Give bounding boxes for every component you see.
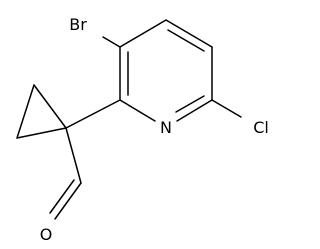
bond-c3-br	[102, 36, 121, 48]
bond-c-cho	[65, 127, 82, 184]
atom-label-n: N	[160, 118, 172, 137]
bond-c6-cl	[211, 99, 242, 118]
bond-c2-cyclopropyl	[65, 99, 121, 129]
bond-n-c2	[119, 99, 156, 122]
bond-c4-c5-inner	[167, 29, 205, 52]
molecule-structure: Br N Cl O	[16, 15, 269, 244]
atom-label-br: Br	[69, 15, 87, 34]
bond-cp-c	[16, 127, 67, 139]
bond-cp-a	[33, 84, 67, 129]
bond-c-o-double-1	[54, 182, 82, 220]
bond-c6-n	[176, 99, 213, 122]
bond-c6-n-inner	[175, 95, 205, 113]
bond-c4-c5	[165, 19, 213, 48]
atom-label-cl: Cl	[253, 118, 269, 137]
bond-c3-c4	[119, 19, 167, 48]
bond-c-o-double-2	[49, 179, 75, 214]
bond-cp-b	[16, 84, 35, 139]
atom-label-o: O	[40, 225, 53, 244]
